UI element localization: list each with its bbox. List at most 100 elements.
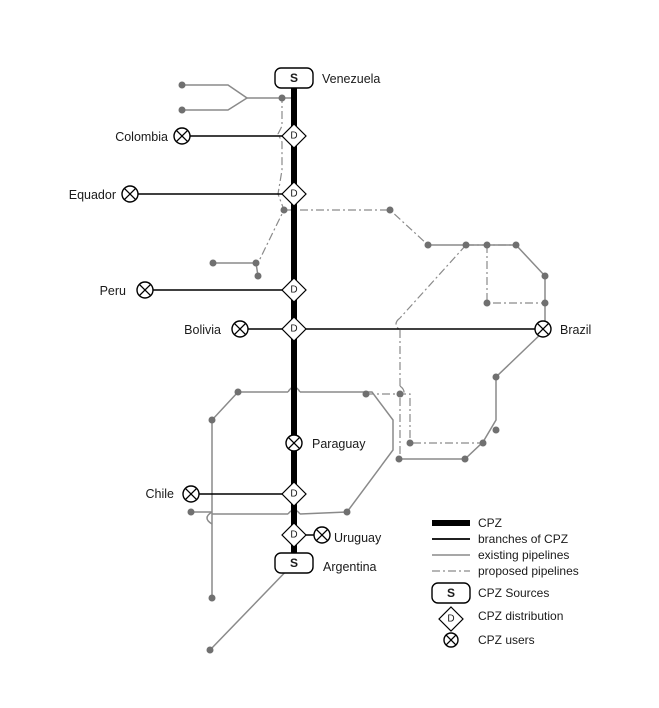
svg-text:CPZ Sources: CPZ Sources xyxy=(478,586,549,600)
user-peru-icon xyxy=(136,281,154,299)
distribution-nodes: D D D D D D xyxy=(281,123,307,548)
node xyxy=(492,373,500,381)
node xyxy=(541,272,549,280)
pipeline-chile-low-3 xyxy=(299,511,348,515)
node xyxy=(541,299,549,307)
node xyxy=(234,388,242,396)
proposed-mid-link xyxy=(366,393,483,444)
label-chile: Chile xyxy=(146,487,175,501)
label-peru: Peru xyxy=(100,284,126,298)
node xyxy=(479,439,487,447)
node xyxy=(483,241,491,249)
node xyxy=(386,206,394,214)
pipeline-west-loop xyxy=(211,391,288,598)
svg-text:existing pipelines: existing pipelines xyxy=(478,548,569,562)
node xyxy=(254,272,262,280)
label-equador: Equador xyxy=(69,188,116,202)
node xyxy=(208,416,216,424)
distribution-colombia: D xyxy=(281,123,307,149)
node xyxy=(208,594,216,602)
node xyxy=(483,299,491,307)
user-chile-icon xyxy=(182,485,200,503)
user-paraguay-icon xyxy=(285,434,303,452)
country-labels: Venezuela Colombia Equador Peru Bolivia … xyxy=(69,72,592,574)
proposed-hop-mid xyxy=(399,385,405,399)
proposed-east-connector xyxy=(284,209,429,246)
node xyxy=(461,455,469,463)
node xyxy=(252,259,260,267)
node xyxy=(406,439,414,447)
legend-sources: S CPZ Sources xyxy=(431,582,549,604)
distribution-bolivia: D xyxy=(281,316,307,342)
user-uruguay-icon xyxy=(313,526,331,544)
legend-existing: existing pipelines xyxy=(432,548,569,562)
legend-users: CPZ users xyxy=(443,632,535,648)
pipeline-peru-spur xyxy=(213,262,259,277)
node xyxy=(492,426,500,434)
proposed-hop-brazil-branch xyxy=(395,317,401,331)
node xyxy=(209,259,217,267)
node xyxy=(187,508,195,516)
svg-text:proposed pipelines: proposed pipelines xyxy=(478,564,579,578)
label-argentina: Argentina xyxy=(323,560,377,574)
svg-text:S: S xyxy=(290,71,298,85)
pipeline-argentina-south xyxy=(209,562,295,651)
pipeline-chile-hop xyxy=(206,511,213,525)
legend: CPZ branches of CPZ existing pipelines p… xyxy=(431,516,579,648)
pipeline-brazil-south xyxy=(399,329,546,460)
proposed-west-spine xyxy=(257,95,285,264)
distribution-peru: D xyxy=(281,277,307,303)
label-brazil: Brazil xyxy=(560,323,591,337)
label-bolivia: Bolivia xyxy=(184,323,221,337)
svg-text:D: D xyxy=(290,530,297,541)
source-argentina: S xyxy=(274,552,314,574)
node xyxy=(280,206,288,214)
proposed-pipelines xyxy=(257,95,545,459)
svg-text:CPZ distribution: CPZ distribution xyxy=(478,609,563,623)
svg-text:CPZ: CPZ xyxy=(478,516,502,530)
label-colombia: Colombia xyxy=(115,130,168,144)
pipeline-mid-east xyxy=(300,391,394,513)
svg-text:D: D xyxy=(290,285,297,296)
pipeline-venezuela-west xyxy=(182,84,249,111)
node xyxy=(178,106,186,114)
legend-cpz: CPZ xyxy=(432,516,502,530)
user-equador-icon xyxy=(121,185,139,203)
proposed-brazil-inner xyxy=(486,245,545,304)
legend-proposed: proposed pipelines xyxy=(432,564,579,578)
label-paraguay: Paraguay xyxy=(312,437,366,451)
pipeline-nodes xyxy=(178,81,549,654)
distribution-uruguay: D xyxy=(281,522,307,548)
node xyxy=(206,646,214,654)
svg-text:D: D xyxy=(447,614,454,625)
svg-text:D: D xyxy=(290,189,297,200)
node xyxy=(278,94,286,102)
label-uruguay: Uruguay xyxy=(334,531,382,545)
node xyxy=(362,390,370,398)
svg-text:S: S xyxy=(290,556,298,570)
node xyxy=(178,81,186,89)
svg-text:S: S xyxy=(447,586,455,600)
svg-text:D: D xyxy=(290,324,297,335)
users xyxy=(121,127,552,544)
user-brazil-icon xyxy=(534,320,552,338)
node xyxy=(462,241,470,249)
svg-text:branches of CPZ: branches of CPZ xyxy=(478,532,568,546)
proposed-diagonal-south xyxy=(399,244,467,319)
user-colombia-icon xyxy=(173,127,191,145)
node xyxy=(395,455,403,463)
node xyxy=(424,241,432,249)
distribution-equador: D xyxy=(281,181,307,207)
node xyxy=(396,390,404,398)
label-venezuela: Venezuela xyxy=(322,72,380,86)
user-bolivia-icon xyxy=(231,320,249,338)
svg-text:D: D xyxy=(290,489,297,500)
legend-user-icon xyxy=(443,632,459,648)
node xyxy=(343,508,351,516)
distribution-chile: D xyxy=(281,481,307,507)
source-venezuela: S xyxy=(274,67,314,89)
svg-text:D: D xyxy=(290,131,297,142)
node xyxy=(512,241,520,249)
legend-distribution: D CPZ distribution xyxy=(438,606,563,632)
